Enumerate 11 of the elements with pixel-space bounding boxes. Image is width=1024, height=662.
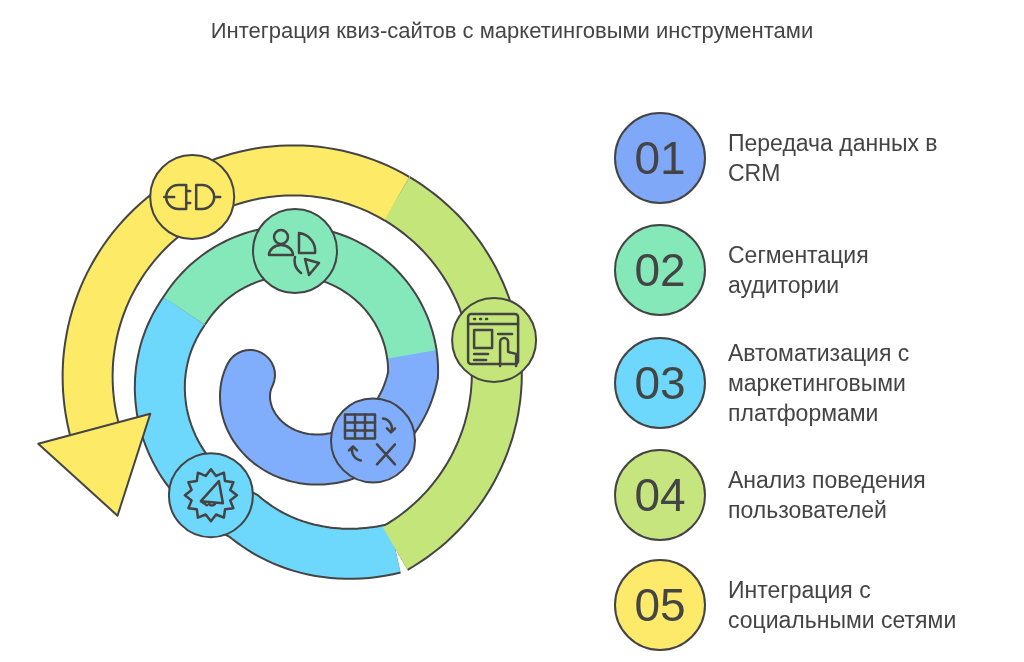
number-circle: 02 [614, 224, 706, 316]
step-description: Автоматизация с маркетинговыми платформами [728, 339, 911, 428]
step-description: Сегментация аудитории [728, 241, 870, 300]
number-circle: 03 [614, 337, 706, 429]
step-description: Анализ поведения пользователей [728, 466, 927, 525]
number-circle: 01 [614, 112, 706, 204]
number-circle: 05 [614, 559, 706, 651]
number-circle: 04 [614, 449, 706, 541]
step-description: Интеграция с социальными сетями [728, 576, 958, 635]
diagram-title: Интеграция квиз-сайтов с маркетинговыми инструментами [209, 18, 815, 44]
step-description: Передача данных в CRM [728, 129, 939, 188]
